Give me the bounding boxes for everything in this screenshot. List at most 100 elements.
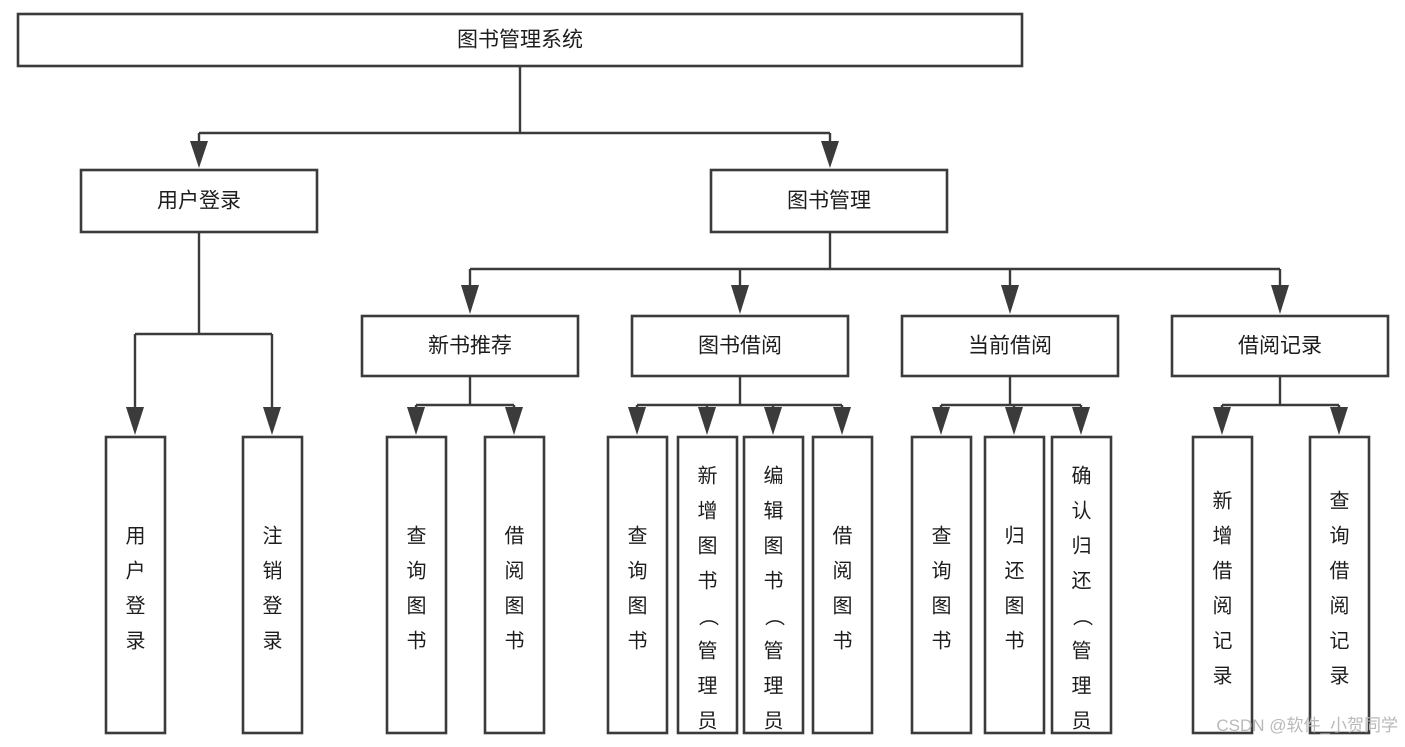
node-box-new-book-recommend[interactable] — [360, 314, 580, 378]
node-box-leaf-borrow-book-2[interactable] — [811, 435, 874, 735]
node-label-char: 管 — [1072, 639, 1092, 662]
node-box-leaf-logout[interactable] — [241, 435, 304, 735]
node-box-leaf-edit-book[interactable] — [742, 435, 805, 735]
node-book-manage[interactable]: 图书管理 — [709, 168, 949, 234]
node-label-new-book-recommend: 新书推荐 — [428, 335, 512, 358]
node-label-char: （ — [763, 606, 786, 626]
node-label-char: 理 — [1072, 675, 1092, 697]
node-label-book-borrow: 图书借阅 — [698, 335, 782, 358]
node-leaf-user-login[interactable]: 用户登录 — [104, 435, 167, 735]
node-label-char: 查 — [407, 524, 427, 547]
node-label-char: 书 — [764, 569, 784, 592]
node-label-char: 辑 — [764, 499, 784, 522]
node-box-user-login[interactable] — [79, 168, 319, 234]
node-box-leaf-user-login[interactable] — [104, 435, 167, 735]
node-book-borrow[interactable]: 图书借阅 — [630, 314, 850, 378]
arrow-head-book-borrow — [731, 285, 749, 314]
node-label-char: 还 — [1072, 569, 1092, 592]
node-label-char: （ — [697, 606, 720, 626]
node-label-char: 借 — [1213, 559, 1233, 582]
node-label-char: 新 — [698, 464, 718, 487]
node-label-char: 图 — [1005, 595, 1025, 617]
node-label-char: 用 — [126, 525, 146, 547]
node-label-char: 新 — [1213, 489, 1233, 512]
node-box-leaf-return-book[interactable] — [983, 435, 1046, 735]
node-label-char: 登 — [126, 594, 146, 617]
node-box-book-manage[interactable] — [709, 168, 949, 234]
node-label-char: 管 — [698, 639, 718, 662]
node-label-char: 记 — [1330, 629, 1350, 652]
node-box-leaf-query-book-2[interactable] — [606, 435, 669, 735]
arrow-head-leaf-query-record — [1330, 407, 1348, 435]
node-borrow-record[interactable]: 借阅记录 — [1170, 314, 1390, 378]
node-box-borrow-record[interactable] — [1170, 314, 1390, 378]
arrow-head-current-borrow — [1001, 285, 1019, 314]
node-box-current-borrow[interactable] — [900, 314, 1120, 378]
connector-layer — [126, 66, 1348, 435]
node-label-char: 书 — [698, 569, 718, 592]
node-label-char: 员 — [1072, 710, 1092, 732]
node-box-leaf-query-book-1[interactable] — [385, 435, 448, 735]
node-label-char: 员 — [764, 710, 784, 732]
node-label-char: 确 — [1072, 464, 1092, 487]
arrow-head-leaf-edit-book — [764, 407, 782, 435]
node-label-char: 图 — [505, 595, 525, 617]
node-box-leaf-borrow-book-1[interactable] — [483, 435, 546, 735]
node-box-book-borrow[interactable] — [630, 314, 850, 378]
node-layer: 图书管理系统用户登录图书管理新书推荐图书借阅当前借阅借阅记录用户登录注销登录查询… — [16, 12, 1390, 747]
node-current-borrow[interactable]: 当前借阅 — [900, 314, 1120, 378]
node-label-char: （ — [1071, 606, 1094, 626]
node-label-char: 认 — [1072, 499, 1092, 522]
node-new-book-recommend[interactable]: 新书推荐 — [360, 314, 580, 378]
node-box-leaf-add-book[interactable] — [676, 435, 739, 735]
node-label-char: 录 — [126, 630, 146, 652]
node-label-char: 理 — [764, 675, 784, 697]
node-box-root[interactable] — [16, 12, 1024, 68]
node-box-leaf-confirm-return[interactable] — [1050, 435, 1113, 735]
node-label-char: 查 — [932, 524, 952, 547]
node-label-root: 图书管理系统 — [457, 29, 583, 52]
node-box-leaf-query-record[interactable] — [1308, 435, 1371, 735]
node-label-char: 阅 — [1330, 594, 1350, 617]
node-label-char: 图 — [833, 595, 853, 617]
node-box-leaf-add-record[interactable] — [1191, 435, 1254, 735]
node-label-char: 图 — [932, 595, 952, 617]
node-label-char: 登 — [263, 594, 283, 617]
node-label-char: 询 — [628, 559, 648, 582]
arrow-head-book-manage — [821, 141, 839, 168]
node-label-char: 图 — [628, 595, 648, 617]
node-label-char: 书 — [628, 629, 648, 652]
node-label-char: 书 — [1005, 629, 1025, 652]
node-root[interactable]: 图书管理系统 — [16, 12, 1024, 68]
node-label-char: 员 — [698, 710, 718, 732]
node-label-char: 归 — [1072, 534, 1092, 557]
node-label-char: 录 — [1330, 665, 1350, 687]
node-user-login[interactable]: 用户登录 — [79, 168, 319, 234]
node-label-char: 借 — [505, 524, 525, 547]
arrow-head-leaf-return-book — [1005, 407, 1023, 435]
node-label-char: 管 — [764, 639, 784, 662]
arrow-head-leaf-add-record — [1213, 407, 1231, 435]
node-label-char: 阅 — [505, 559, 525, 582]
node-label-char: 书 — [833, 629, 853, 652]
arrow-head-borrow-record — [1271, 285, 1289, 314]
node-box-leaf-query-book-3[interactable] — [910, 435, 973, 735]
node-label-char: 归 — [1005, 524, 1025, 547]
node-label-char: 增 — [1213, 524, 1233, 547]
node-label-char: 查 — [628, 524, 648, 547]
arrow-head-leaf-add-book — [698, 407, 716, 435]
node-label-char: 理 — [698, 675, 718, 697]
